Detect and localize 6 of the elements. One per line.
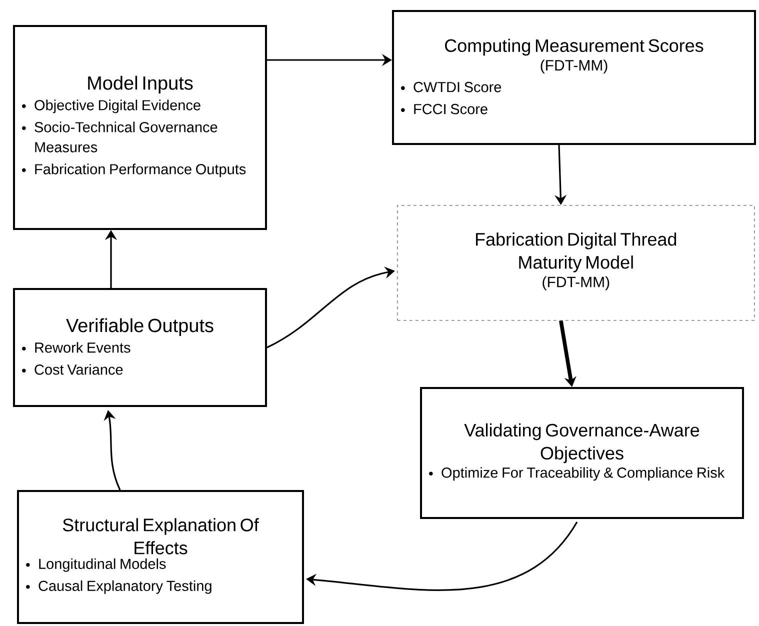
process-box: Model Inputs Objective Digital Evidence Socio-Technical Governance Measures Fabrication Performance Outputs xyxy=(13,25,267,230)
process-box: Validating Governance-Aware Objectives Optimize For Traceability & Compliance Risk xyxy=(420,387,744,519)
process-box: Computing Measurement Scores (FDT-MM) CWTDI Score FCCI Score xyxy=(392,10,756,145)
process-box: Verifiable Outputs Rework Events Cost Variance xyxy=(13,288,267,407)
process-box: Structural Explanation Of Effects Longitudinal Models Causal Explanatory Testing xyxy=(17,490,304,624)
process-box: Fabrication Digital Thread Maturity Model (FDT-MM) xyxy=(397,205,755,321)
